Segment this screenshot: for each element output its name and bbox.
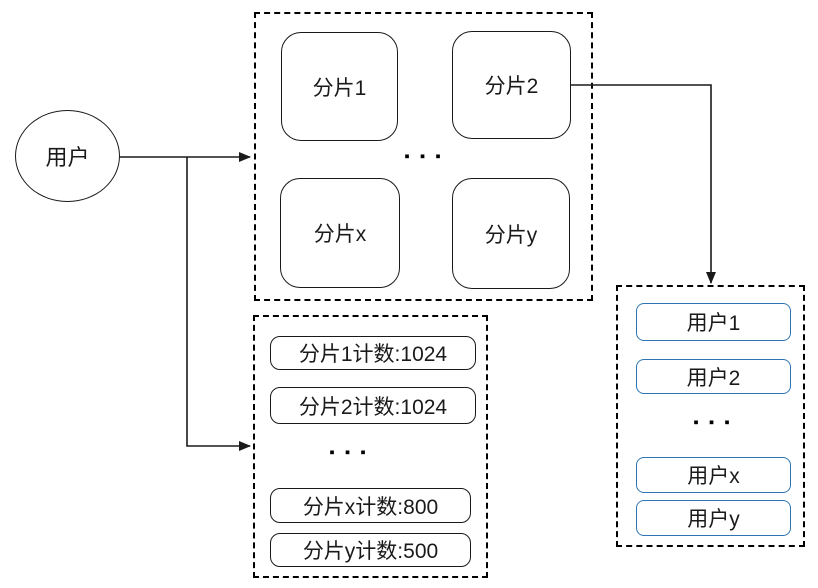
user-box-label: 用户y [687, 508, 740, 531]
count-box-y: 分片y计数:500 [270, 533, 471, 567]
shard-box-x: 分片x [280, 178, 400, 288]
count-label: 分片1计数:1024 [298, 343, 448, 366]
users-panel [616, 285, 805, 547]
user-node-label: 用户 [45, 145, 90, 170]
count-box-2: 分片2计数:1024 [270, 387, 476, 424]
user-box-label: 用户1 [686, 312, 741, 335]
shard-box-2: 分片2 [452, 31, 571, 139]
shard-label: 分片1 [312, 76, 367, 100]
counts-ellipsis-icon: ▪ ▪ ▪ [329, 444, 369, 461]
user-box-1: 用户1 [636, 303, 791, 341]
shard-label: 分片2 [484, 75, 539, 98]
user-box-2: 用户2 [636, 359, 791, 394]
user-node: 用户 [15, 110, 120, 202]
count-box-1: 分片1计数:1024 [270, 336, 476, 370]
arrow-user-to-counts [186, 157, 251, 451]
count-box-x: 分片x计数:800 [270, 488, 471, 523]
count-label: 分片y计数:500 [302, 540, 439, 563]
shard-label: 分片y [484, 223, 538, 247]
shards-ellipsis-icon: ▪ ▪ ▪ [404, 148, 444, 165]
user-box-label: 用户x [687, 465, 740, 488]
user-box-y: 用户y [636, 500, 791, 536]
users-ellipsis-icon: ▪ ▪ ▪ [693, 414, 733, 431]
shard-box-1: 分片1 [281, 32, 398, 141]
counts-panel [253, 315, 488, 578]
shard-label: 分片x [313, 223, 367, 246]
shard-box-y: 分片y [452, 178, 570, 289]
count-label: 分片2计数:1024 [298, 395, 448, 419]
count-label: 分片x计数:800 [302, 495, 439, 519]
user-box-label: 用户2 [686, 366, 741, 390]
user-box-x: 用户x [636, 457, 791, 493]
